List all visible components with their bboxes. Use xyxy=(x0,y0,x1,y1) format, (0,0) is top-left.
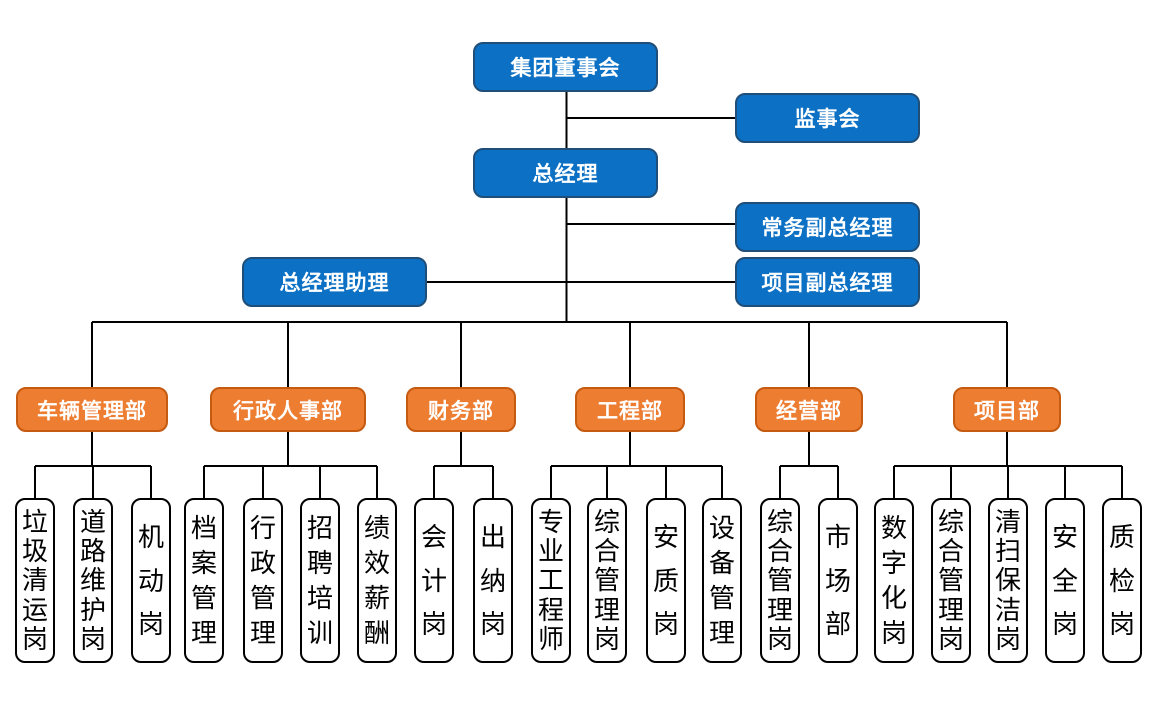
node-post-equipment-mgmt: 设备管理 xyxy=(702,498,742,663)
node-post-cashier: 出纳岗 xyxy=(473,498,513,663)
node-post-performance-pay: 绩效薪酬 xyxy=(357,498,397,663)
node-post-general-mgmt-eng: 综合管理岗 xyxy=(587,498,627,663)
node-board: 集团董事会 xyxy=(473,42,658,92)
node-post-digitalization: 数字化岗 xyxy=(874,498,914,663)
node-post-quality-inspection: 质检岗 xyxy=(1102,498,1142,663)
node-post-safety-quality: 安质岗 xyxy=(646,498,686,663)
node-post-admin-management: 行政管理 xyxy=(243,498,283,663)
node-post-archives: 档案管理 xyxy=(184,498,224,663)
node-dept-vehicle-management: 车辆管理部 xyxy=(16,387,168,432)
node-dept-operations: 经营部 xyxy=(755,387,863,432)
node-dept-hr-admin: 行政人事部 xyxy=(210,387,366,432)
node-post-market: 市场部 xyxy=(818,498,858,663)
node-dept-finance: 财务部 xyxy=(406,387,516,432)
node-dept-engineering: 工程部 xyxy=(575,387,685,432)
node-project-deputy-gm: 项目副总经理 xyxy=(735,257,920,307)
node-post-accounting: 会计岗 xyxy=(414,498,454,663)
node-post-general-mgmt-ops: 综合管理岗 xyxy=(760,498,800,663)
node-dept-project: 项目部 xyxy=(953,387,1061,432)
node-post-general-mgmt-proj: 综合管理岗 xyxy=(931,498,971,663)
node-post-recruit-training: 招聘培训 xyxy=(300,498,340,663)
node-post-cleaning: 清扫保洁岗 xyxy=(988,498,1028,663)
node-gm-assistant: 总经理助理 xyxy=(242,257,427,307)
node-general-manager: 总经理 xyxy=(473,148,658,198)
node-supervisory-board: 监事会 xyxy=(735,93,920,143)
node-post-safety: 安全岗 xyxy=(1045,498,1085,663)
node-executive-deputy-gm: 常务副总经理 xyxy=(735,202,920,252)
node-post-mobile: 机动岗 xyxy=(131,498,171,663)
node-post-professional-engineer: 专业工程师 xyxy=(531,498,571,663)
node-post-road-maintenance: 道路维护岗 xyxy=(73,498,113,663)
node-post-garbage-collection: 垃圾清运岗 xyxy=(15,498,55,663)
